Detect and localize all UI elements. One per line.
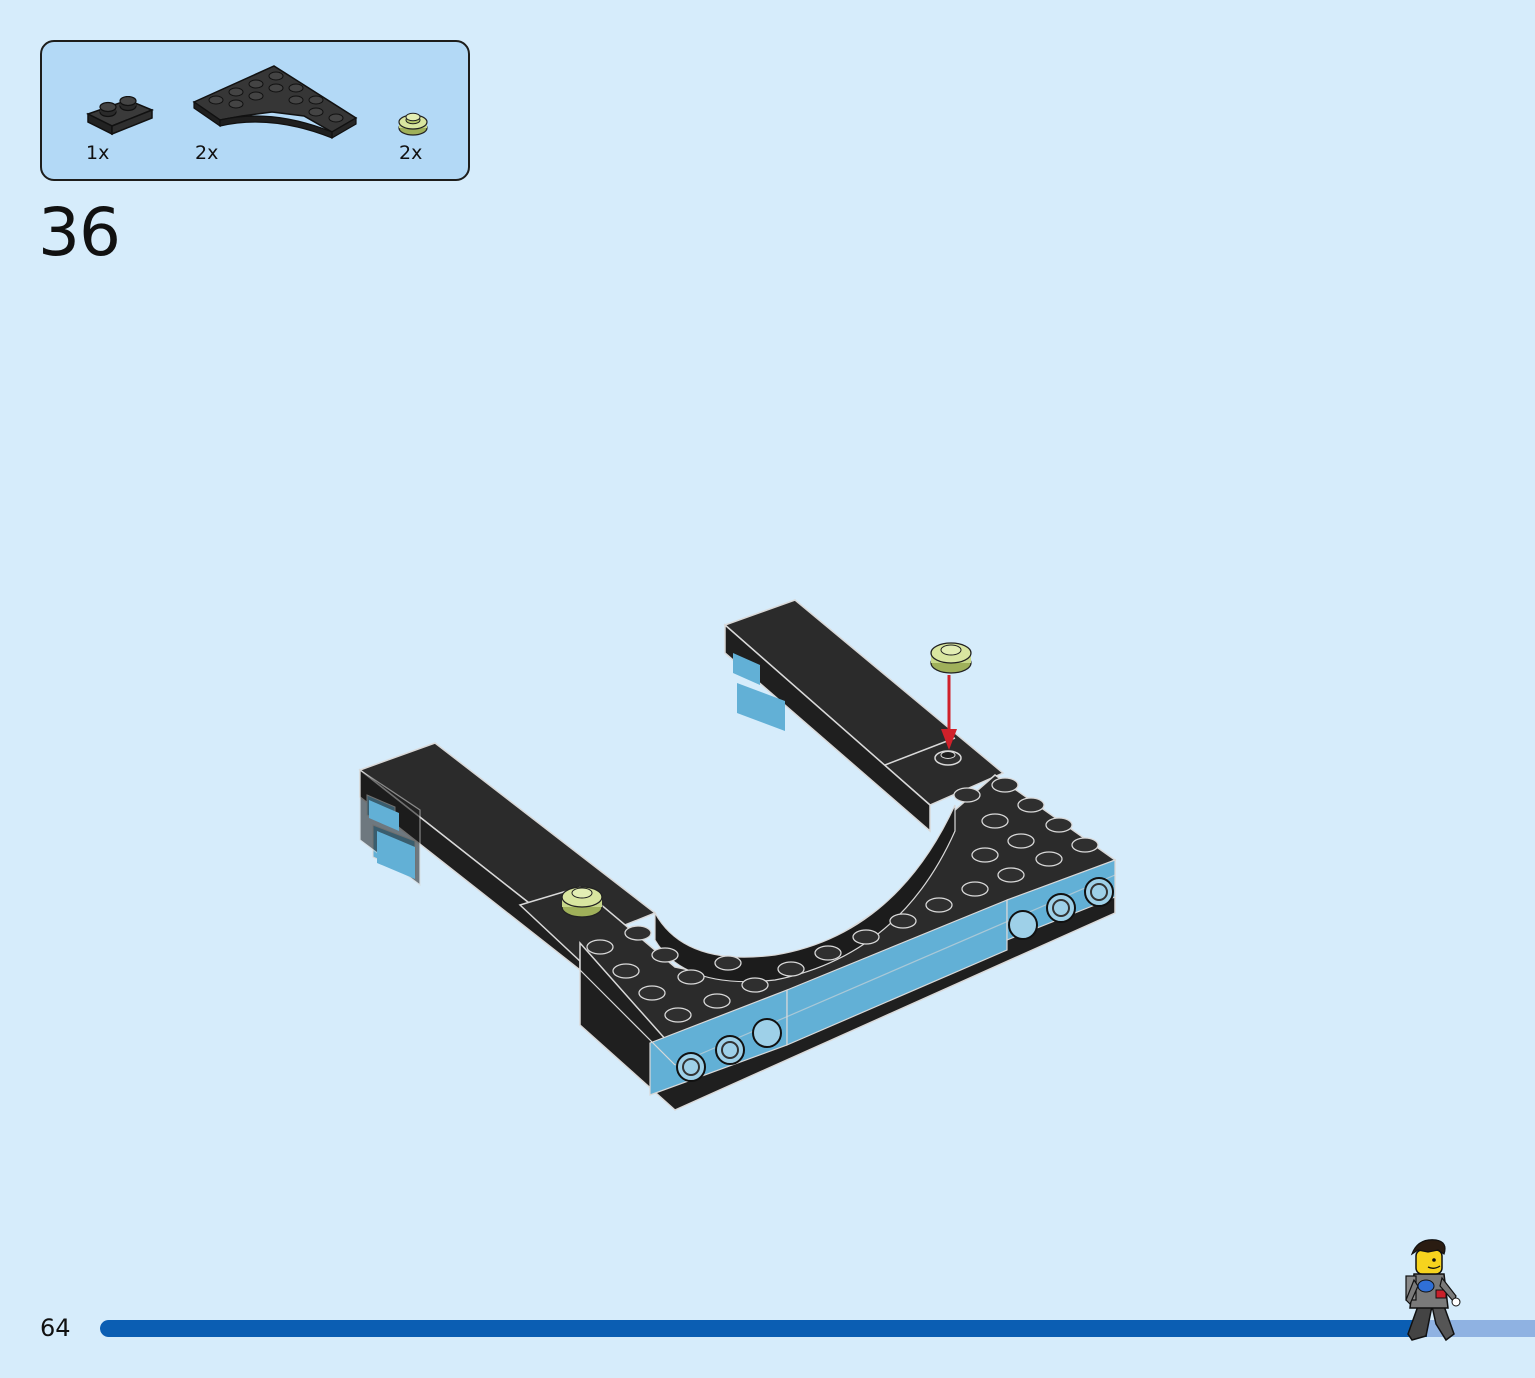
part-plate-1x2-icon [86, 96, 156, 138]
part-round-plate-icon [396, 110, 430, 138]
step-number: 36 [38, 194, 121, 271]
progress-bar [100, 1320, 1535, 1337]
progress-bar-fill [100, 1320, 1428, 1337]
minifigure-icon [1398, 1236, 1464, 1352]
placed-round-plate [561, 886, 603, 918]
part-quantity-3: 2x [399, 142, 423, 164]
part-quantity-2: 2x [195, 142, 219, 164]
page-number: 64 [40, 1314, 71, 1342]
parts-list-box: 1x 2x [40, 40, 470, 181]
model-illustration [355, 595, 1135, 1124]
part-wedge-plate-icon [192, 62, 358, 142]
part-quantity-1: 1x [86, 142, 110, 164]
